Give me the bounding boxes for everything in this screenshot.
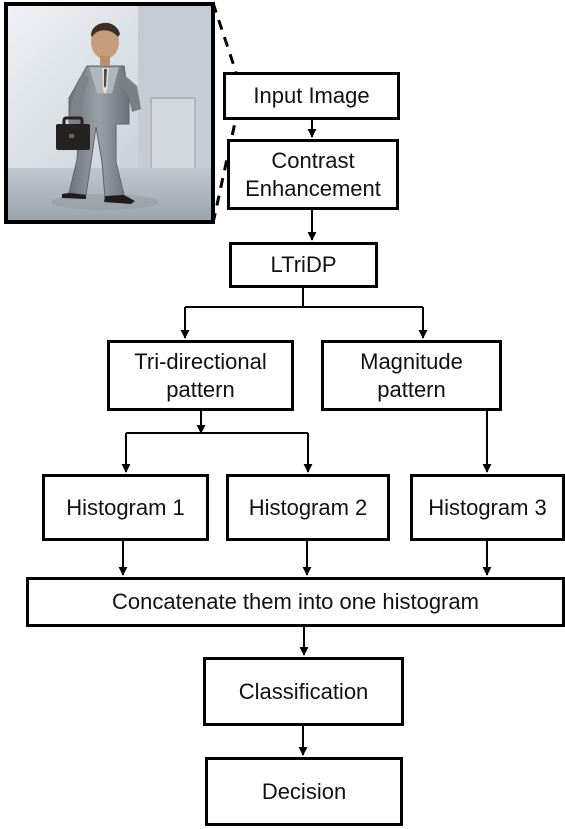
histogram-1-box: Histogram 1 <box>42 474 209 541</box>
contrast-enhancement-label: Contrast Enhancement <box>245 148 381 201</box>
tri-directional-pattern-box: Tri-directional pattern <box>107 340 294 411</box>
classification-box: Classification <box>203 657 404 726</box>
histogram-3-box: Histogram 3 <box>410 474 565 541</box>
input-photo <box>4 2 215 224</box>
input-image-box: Input Image <box>223 72 400 120</box>
ltridp-box: LTriDP <box>229 242 378 288</box>
classification-label: Classification <box>238 678 369 704</box>
tri-directional-pattern-label: Tri-directional pattern <box>134 349 267 402</box>
histogram-1-label: Histogram 1 <box>66 494 185 520</box>
input-image-label: Input Image <box>253 83 370 109</box>
ltridp-label: LTriDP <box>270 252 337 278</box>
concatenate-box: Concatenate them into one histogram <box>26 577 565 627</box>
magnitude-pattern-label: Magnitude pattern <box>360 349 463 402</box>
histogram-3-label: Histogram 3 <box>428 494 547 520</box>
zoom-dash-top-connector <box>211 2 238 73</box>
contrast-enhancement-box: Contrast Enhancement <box>227 139 399 210</box>
decision-label: Decision <box>261 778 347 804</box>
histogram-2-label: Histogram 2 <box>248 494 368 520</box>
histogram-2-box: Histogram 2 <box>226 474 390 541</box>
magnitude-pattern-box: Magnitude pattern <box>321 340 502 411</box>
person-photo-illustration <box>8 6 211 220</box>
concatenate-label: Concatenate them into one histogram <box>112 589 479 615</box>
decision-box: Decision <box>205 757 403 826</box>
